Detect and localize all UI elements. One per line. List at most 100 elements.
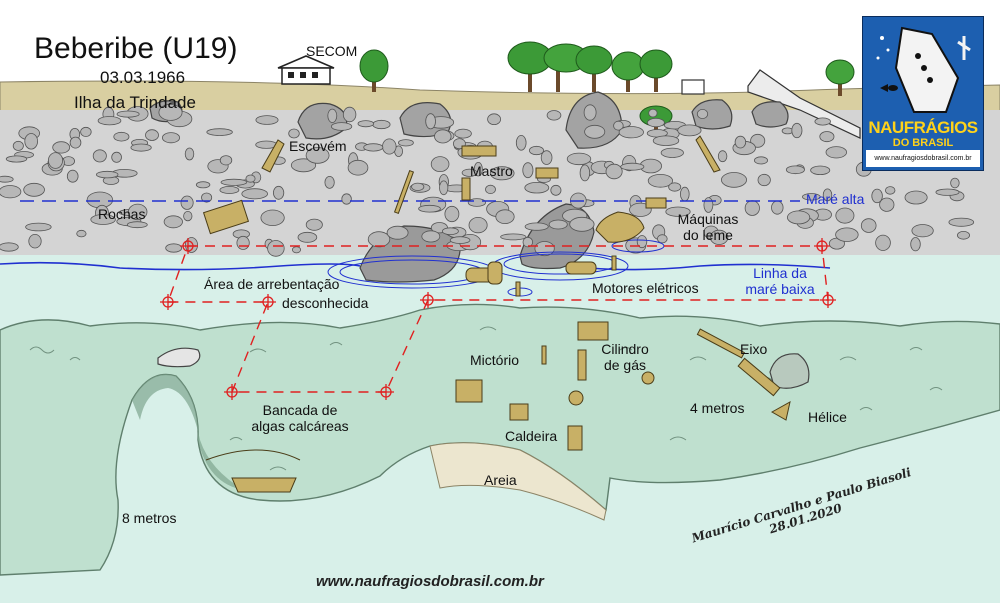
pebble <box>52 141 71 154</box>
pebble <box>126 221 148 229</box>
pebble <box>291 246 301 254</box>
pebble <box>219 185 240 194</box>
label-8-metros: 8 metros <box>122 510 177 526</box>
pebble <box>267 240 285 257</box>
pebble <box>819 131 835 143</box>
pebble <box>810 165 831 176</box>
page-title: Beberibe (U19) <box>34 32 238 65</box>
trees <box>359 41 855 134</box>
boulder <box>565 91 623 149</box>
surf-zone-markers <box>160 238 836 400</box>
pebble <box>569 216 595 232</box>
pebble <box>618 126 644 139</box>
pebble <box>25 222 52 232</box>
pebble <box>439 180 449 196</box>
label-cilindro-line1: Cilindro <box>601 341 649 357</box>
label-area-line1: Área de arrebentação <box>204 276 340 292</box>
surf-zone-marker-cross <box>180 238 196 254</box>
label-mare-alta: Maré alta <box>806 191 865 207</box>
pebble <box>548 219 568 230</box>
pebble <box>288 128 300 139</box>
pebble <box>372 119 391 130</box>
boulder <box>751 101 789 128</box>
pebble <box>342 106 357 123</box>
pebble <box>771 200 784 215</box>
pebble <box>367 231 391 248</box>
debris-hull <box>205 449 301 461</box>
debris-eixo <box>696 328 746 359</box>
pebble <box>910 237 921 252</box>
pebble <box>665 206 691 217</box>
pebble <box>183 211 193 222</box>
debris-box <box>577 321 609 341</box>
pebble <box>220 178 248 186</box>
pebble <box>534 241 555 257</box>
label-linha-mare-baixa: Linha da maré baixa <box>730 265 830 297</box>
debris-cilindro <box>577 349 587 381</box>
tree-icon <box>825 59 855 96</box>
pebble <box>5 155 28 163</box>
pebble <box>382 138 397 155</box>
pebble <box>158 104 183 121</box>
label-escovem: Escovém <box>289 138 347 154</box>
pebble <box>297 231 318 243</box>
pebble <box>696 109 709 120</box>
naufragios-logo: NAUFRÁGIOS DO BRASIL www.naufragiosdobra… <box>861 15 985 172</box>
pebble <box>885 186 896 195</box>
label-maquinas-line1: Máquinas <box>677 211 739 227</box>
pebble <box>485 184 496 194</box>
pebble <box>489 166 515 181</box>
pebble <box>341 193 352 205</box>
label-mastro: Mastro <box>470 163 513 179</box>
pebble <box>467 198 486 207</box>
pebble <box>679 186 690 202</box>
debris-post <box>611 255 617 271</box>
pebble <box>92 149 107 163</box>
pebble <box>948 217 975 227</box>
wreck-debris <box>202 135 791 493</box>
pebble <box>522 236 534 248</box>
pebble <box>656 234 668 244</box>
label-cilindro: Cilindro de gás <box>590 341 660 373</box>
pebble <box>116 110 140 118</box>
pebble <box>201 192 213 203</box>
reef-arch <box>132 374 244 490</box>
pebble <box>357 120 375 128</box>
pebble <box>717 150 728 163</box>
debris-bars <box>541 345 547 365</box>
label-cilindro-line2: de gás <box>603 357 647 373</box>
pebble <box>0 185 22 199</box>
pebble <box>648 108 658 118</box>
pebble <box>236 235 250 250</box>
pebble <box>290 158 317 173</box>
label-linha-line2: maré baixa <box>745 281 815 297</box>
pebble <box>871 188 883 204</box>
pebble <box>255 115 279 125</box>
debris-wheel <box>641 371 655 385</box>
pebble <box>835 207 855 224</box>
pebble <box>822 188 833 202</box>
pebble <box>950 177 960 189</box>
pebble <box>195 181 211 189</box>
pebble <box>546 110 562 121</box>
pebble <box>461 168 478 177</box>
pebble <box>411 182 425 191</box>
pebble <box>652 135 680 146</box>
debris-plate <box>461 145 497 157</box>
debris-frame <box>645 197 667 209</box>
debris-helice <box>770 401 791 421</box>
pebble <box>90 214 116 225</box>
pebble <box>566 152 592 166</box>
label-motores: Motores elétricos <box>592 280 699 296</box>
debris-anchor <box>695 135 721 173</box>
pebble <box>801 193 821 201</box>
pebble <box>613 120 624 131</box>
tree-icon <box>611 51 645 92</box>
pebble <box>825 146 848 159</box>
pebble <box>487 113 502 125</box>
pebble <box>28 233 42 249</box>
surf-zone-marker-cross <box>260 294 276 310</box>
debris-frame <box>509 403 529 421</box>
pebble <box>584 124 606 139</box>
pebble <box>786 210 811 225</box>
